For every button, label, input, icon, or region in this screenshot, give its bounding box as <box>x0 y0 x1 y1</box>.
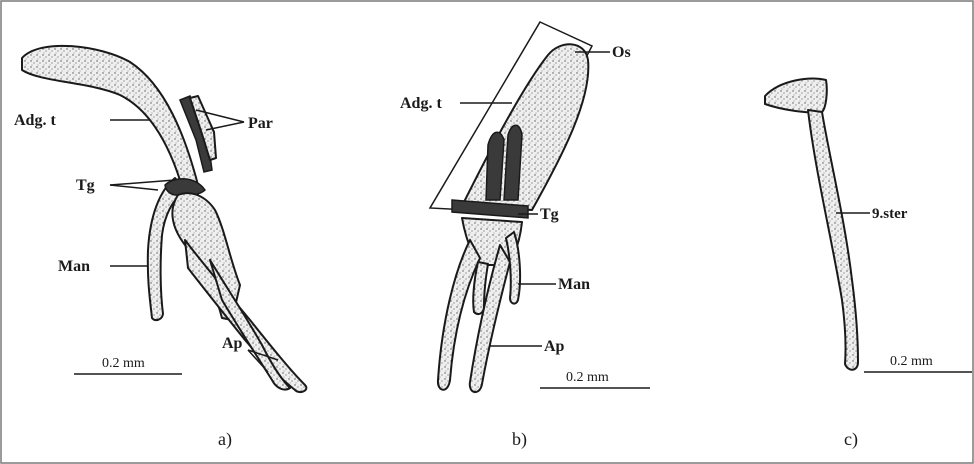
panel-a-label-tg: Tg <box>76 177 95 194</box>
panel-a-scale-label: 0.2 mm <box>102 356 145 371</box>
panel-b-scale-label: 0.2 mm <box>566 370 609 385</box>
panel-c-scale-label: 0.2 mm <box>890 354 933 369</box>
panel-c-sternite-head <box>765 79 827 113</box>
panel-b-adeagus-tube <box>462 44 588 210</box>
panel-b-label-os: Os <box>612 44 631 61</box>
panel-c: 9.ster 0.2 mm c) <box>765 79 972 450</box>
panel-b-sclerite <box>486 132 504 200</box>
panel-a-label-par: Par <box>248 115 273 132</box>
panel-b-label-man: Man <box>558 276 590 293</box>
panel-b-label-ap: Ap <box>544 338 565 355</box>
panel-a-label-adg-t: Adg. t <box>14 112 56 129</box>
panel-c-sternite-rod <box>808 110 858 370</box>
panel-a-label-ap: Ap <box>222 335 243 352</box>
panel-b-label-tg: Tg <box>540 206 559 223</box>
panel-c-caption: c) <box>844 429 858 450</box>
panel-a-label-man: Man <box>58 258 90 275</box>
panel-a-caption: a) <box>218 429 232 450</box>
panel-c-label-ster: 9.ster <box>872 206 908 222</box>
panel-b-label-adg-t: Adg. t <box>400 95 442 112</box>
panel-b: Os Adg. t Tg Man Ap 0.2 mm b) <box>400 22 650 450</box>
panel-b-caption: b) <box>512 429 527 450</box>
panel-a: Adg. t Par Tg Man Ap 0.2 mm a) <box>14 46 306 450</box>
panel-a-leader-tg-1 <box>110 185 158 190</box>
